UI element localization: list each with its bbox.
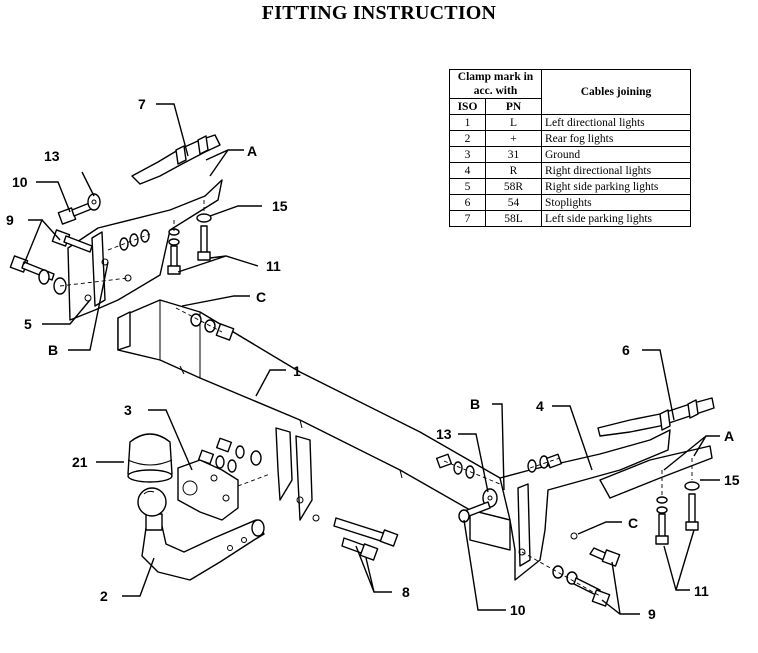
center-brackets [275, 427, 320, 522]
callout-2: 2 [100, 588, 108, 604]
callout-a-right: A [724, 428, 734, 444]
left-clamp [131, 134, 221, 185]
table-row: 2 + Rear fog lights [449, 130, 691, 147]
callout-10-left: 10 [12, 174, 28, 190]
right-top-nuts [435, 453, 563, 485]
page-title: FITTING INSTRUCTION [261, 2, 497, 24]
right-bolt-10 [458, 488, 498, 523]
cable-cell: Left side parking lights [541, 210, 691, 227]
table-row: 5 58R Right side parking lights [449, 178, 691, 195]
callout-c-right: C [628, 515, 638, 531]
left-bolts-9 [9, 229, 129, 295]
cable-cell: Right side parking lights [541, 178, 691, 195]
left-bolts-11 [167, 200, 212, 275]
ball-cover [127, 433, 173, 483]
callout-21: 21 [72, 454, 88, 470]
left-washers [107, 229, 151, 251]
table-row: 4 R Right directional lights [449, 162, 691, 179]
leader-lines [23, 103, 720, 615]
right-bolts-11 [655, 458, 700, 545]
cable-joining-table: Clamp mark in acc. with Cables joining I… [449, 69, 691, 227]
pn-column-header: PN [485, 98, 542, 115]
callout-1: 1 [293, 363, 301, 379]
callout-9-left: 9 [6, 212, 14, 228]
callout-labels: 7 A 13 10 9 15 11 C 5 B 1 3 21 2 8 B 4 1… [6, 96, 740, 622]
callout-b-right: B [470, 396, 480, 412]
left-side-bracket [67, 179, 223, 321]
table-row: 7 58L Left side parking lights [449, 210, 691, 227]
callout-10-right: 10 [510, 602, 526, 618]
left-bolt-10 [57, 193, 101, 225]
tow-ball-neck [137, 487, 265, 581]
cross-beam [117, 299, 546, 551]
right-clamp [597, 397, 715, 437]
callout-4: 4 [536, 398, 544, 414]
callout-13-right: 13 [436, 426, 452, 442]
callout-5: 5 [24, 316, 32, 332]
callout-b-left: B [48, 342, 58, 358]
callout-7: 7 [138, 96, 146, 112]
callout-13-left: 13 [44, 148, 60, 164]
clamp-mark-header: Clamp mark in acc. with [449, 69, 542, 99]
callout-11-right: 11 [694, 583, 709, 599]
callout-a-left: A [247, 143, 257, 159]
callout-3: 3 [124, 402, 132, 418]
callout-8: 8 [402, 584, 410, 600]
callout-9-right: 9 [648, 606, 656, 622]
callout-15-right: 15 [724, 472, 740, 488]
callout-15-left: 15 [272, 198, 288, 214]
callout-6: 6 [622, 342, 630, 358]
right-bolts-9 [521, 547, 621, 607]
plate-nuts [197, 437, 262, 473]
callout-11-left: 11 [266, 258, 281, 274]
table-row: 3 31 Ground [449, 146, 691, 163]
center-bolts-8 [333, 517, 399, 561]
left-nut-set [175, 307, 235, 341]
pn-cell: 58R [485, 178, 542, 195]
callout-c-left: C [256, 289, 266, 305]
